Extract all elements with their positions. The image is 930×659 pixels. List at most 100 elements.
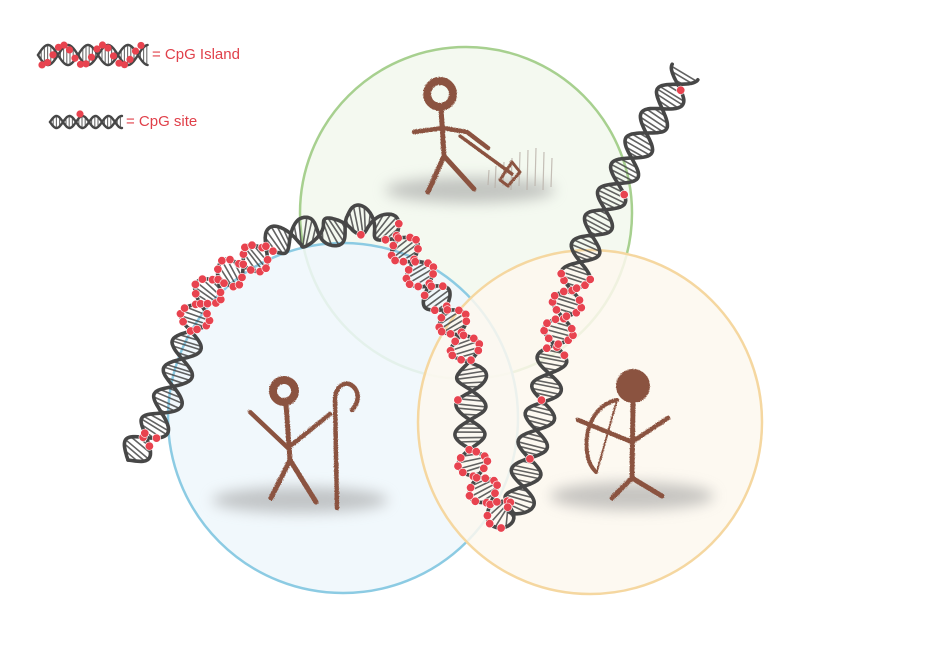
shepherd-body [283, 401, 293, 463]
cpg-site-dot [203, 299, 213, 309]
cpg-site-dot [447, 350, 457, 360]
base-pair-rung [143, 415, 169, 432]
cpg-site-dot [492, 480, 502, 490]
cpg-site-dot [458, 467, 468, 477]
base-pair-rung [408, 267, 435, 284]
legend-cpg-dot [38, 61, 46, 69]
cpg-site-dot [458, 330, 468, 340]
base-pair-rung [537, 355, 567, 363]
farmer-hoe-handle [458, 134, 514, 176]
base-pair-rung [450, 340, 479, 352]
legend-cpg-dot [137, 41, 145, 50]
base-pair-rung [624, 140, 650, 156]
base-pair-rung [532, 387, 560, 396]
legend-site-label: = CpG site [126, 113, 198, 130]
hunter-figure-icon [550, 369, 714, 510]
base-pair-rung [460, 381, 485, 385]
cpg-site-dot [466, 355, 476, 365]
base-pair-rung [659, 85, 685, 102]
base-pair-rung [130, 436, 152, 454]
base-pair-rung [172, 345, 198, 355]
base-pair-rung [373, 213, 392, 237]
farmer-body [438, 105, 447, 159]
farmer-hoe-blade [498, 160, 522, 188]
cpg-site-dot [180, 303, 190, 313]
cpg-site-dot [450, 336, 460, 346]
base-pair-rung [569, 264, 588, 272]
base-pair-rung [531, 405, 552, 412]
base-pair-rung [597, 189, 626, 204]
cpg-site-dot [470, 496, 480, 506]
cpg-site-dot [482, 511, 492, 521]
base-pair-rung [505, 494, 535, 504]
base-pair-rung [459, 440, 481, 443]
legend-cpg-dot [87, 53, 96, 61]
cpg-site-dot [390, 255, 400, 265]
cpg-site-dot [574, 295, 584, 305]
base-pair-rung [424, 289, 450, 309]
base-pair-rung [179, 333, 199, 342]
cpg-site-dot [503, 502, 513, 512]
base-pair-rung [511, 472, 540, 480]
legend-cpg-dot [43, 58, 52, 67]
base-pair-rung [125, 439, 150, 460]
cpg-island-legend-icon [36, 41, 149, 69]
cpg-site-dot [551, 305, 561, 315]
legend-cpg-dot [76, 60, 85, 68]
cpg-site-dot [411, 235, 421, 245]
base-pair-rung [123, 443, 146, 462]
cpg-site-dot [436, 313, 446, 323]
shepherd-head [269, 376, 299, 406]
shepherd-arms [247, 409, 333, 451]
cpg-site-dot [190, 279, 200, 289]
cpg-site-dot [550, 291, 560, 301]
base-pair-rung [363, 207, 367, 232]
base-pair-rung [543, 328, 573, 338]
hunter-ground-shadow [550, 482, 714, 510]
base-pair-rung [456, 407, 485, 412]
cpg-site-dot [442, 305, 452, 315]
cpg-site-dot [559, 286, 569, 296]
base-pair-rung [455, 403, 486, 408]
legend-cpg-dot [109, 52, 118, 60]
base-pair-rung [348, 211, 355, 232]
base-pair-rung [276, 226, 290, 249]
legend-cpg-dot [65, 46, 74, 54]
legend-cpg-dot [126, 55, 134, 64]
cpg-site-dot [553, 339, 563, 349]
legend-cpg-dot [76, 110, 84, 118]
cpg-site-dot [469, 333, 479, 343]
legend-cpg-dot [131, 47, 140, 55]
cpg-site-dot [464, 491, 474, 501]
cpg-site-dot [268, 246, 278, 256]
cpg-site-dot [140, 428, 150, 438]
base-pair-rung [527, 408, 555, 417]
cpg-site-dot [676, 85, 686, 95]
farmer-figure-icon [385, 77, 555, 203]
cpg-site-dot [437, 327, 447, 337]
cpg-site-dot [426, 281, 436, 291]
base-pair-rung [394, 242, 419, 262]
cpg-site-dot [420, 290, 430, 300]
base-pair-rung [671, 65, 697, 82]
cpg-site-dot [144, 441, 154, 451]
base-pair-rung [631, 133, 653, 147]
cpg-site-dot [217, 256, 227, 266]
cpg-site-dot [619, 190, 629, 200]
cpg-site-dot [480, 473, 490, 483]
base-pair-rung [457, 370, 486, 377]
cpg-site-dot [544, 333, 554, 343]
base-pair-rung [625, 146, 644, 158]
cpg-site-dot [152, 433, 162, 443]
cpg-site-dot [542, 343, 552, 353]
base-pair-rung [656, 88, 684, 106]
farmer-arms [411, 125, 491, 151]
base-pair-rung [149, 413, 168, 425]
base-pair-rung [641, 111, 668, 130]
base-pair-rung [585, 213, 613, 230]
cpg-site-dot [261, 241, 271, 251]
base-pair-rung [244, 246, 264, 272]
base-pair-rung [460, 366, 481, 372]
legend-cpg-dot [104, 44, 112, 52]
cpg-site-dot [202, 309, 212, 319]
